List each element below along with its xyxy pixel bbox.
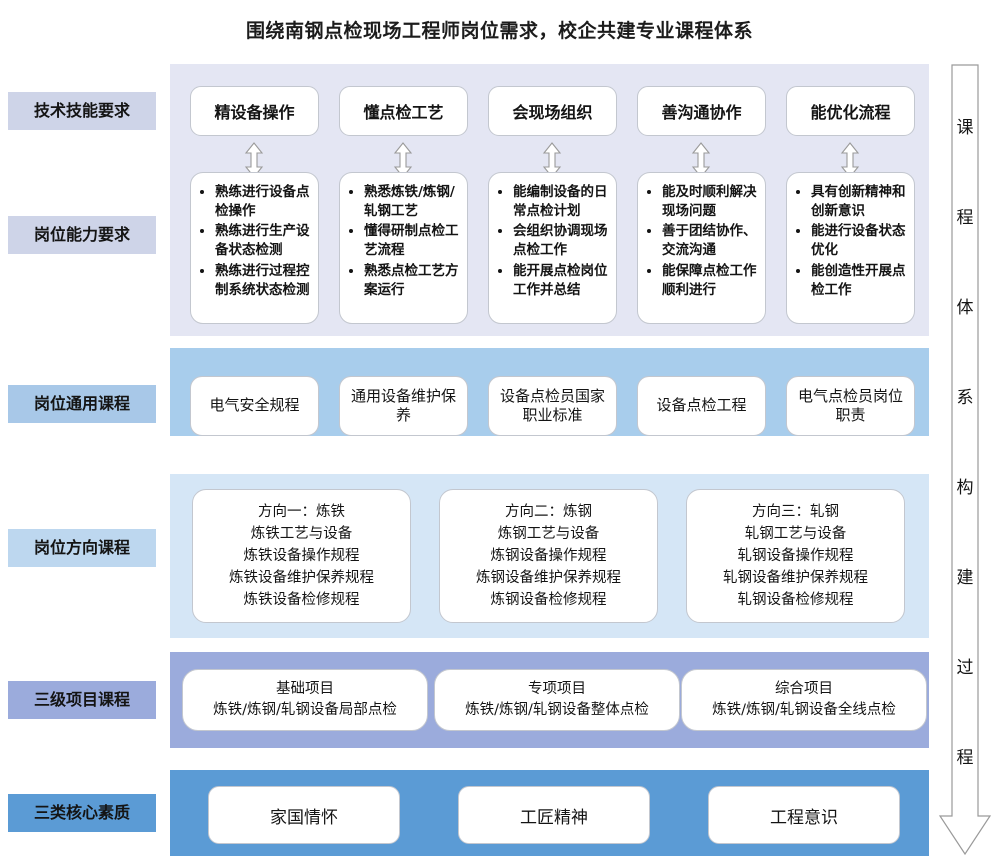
ability-card-3[interactable]: 能编制设备的日常点检计划 会组织协调现场点检工作 能开展点检岗位工作并总结 — [488, 172, 617, 324]
skill-card-3[interactable]: 会现场组织 — [488, 86, 617, 136]
project-course-detail: 炼铁/炼钢/轧钢设备局部点检 — [213, 702, 397, 718]
ability-item: 熟练进行设备点检操作 — [215, 183, 310, 221]
general-course-card-2[interactable]: 通用设备维护保养 — [339, 376, 468, 436]
process-direction-arrow-icon — [938, 64, 992, 856]
core-quality-card-1[interactable]: 家国情怀 — [208, 786, 400, 844]
direction-course-card-1[interactable]: 方向一：炼铁 炼铁工艺与设备 炼铁设备操作规程 炼铁设备维护保养规程 炼铁设备检… — [192, 489, 411, 623]
ability-item: 懂得研制点检工艺流程 — [364, 222, 459, 260]
ability-item: 能进行设备状态优化 — [811, 222, 906, 260]
general-course-card-1[interactable]: 电气安全规程 — [190, 376, 319, 436]
direction-course-line: 轧钢工艺与设备 — [744, 525, 847, 542]
direction-course-line: 炼铁设备维护保养规程 — [229, 570, 374, 587]
ability-item: 能保障点检工作顺利进行 — [662, 262, 757, 300]
direction-course-line: 轧钢设备检修规程 — [737, 592, 854, 609]
ability-item: 具有创新精神和创新意识 — [811, 183, 906, 221]
ability-item: 会组织协调现场点检工作 — [513, 222, 608, 260]
direction-course-heading: 方向二：炼钢 — [505, 503, 592, 520]
ability-card-4[interactable]: 能及时顺利解决现场问题 善于团结协作、交流沟通 能保障点检工作顺利进行 — [637, 172, 766, 324]
general-course-card-5[interactable]: 电气点检员岗位职责 — [786, 376, 915, 436]
direction-course-line: 炼钢设备维护保养规程 — [476, 570, 621, 587]
project-course-card-2[interactable]: 专项项目 炼铁/炼钢/轧钢设备整体点检 — [434, 669, 680, 731]
project-course-heading: 专项项目 — [528, 680, 586, 697]
page-title: 围绕南钢点检现场工程师岗位需求，校企共建专业课程体系 — [245, 20, 753, 42]
row-label-technical-skills: 技术技能要求 — [8, 92, 156, 130]
direction-course-line: 炼钢工艺与设备 — [497, 525, 600, 542]
direction-course-card-3[interactable]: 方向三：轧钢 轧钢工艺与设备 轧钢设备操作规程 轧钢设备维护保养规程 轧钢设备检… — [686, 489, 905, 623]
row-label-general-courses: 岗位通用课程 — [8, 385, 156, 423]
skill-card-4[interactable]: 善沟通协作 — [637, 86, 766, 136]
project-course-card-3[interactable]: 综合项目 炼铁/炼钢/轧钢设备全线点检 — [681, 669, 927, 731]
project-course-heading: 基础项目 — [276, 680, 334, 697]
core-quality-card-3[interactable]: 工程意识 — [708, 786, 900, 844]
row-label-project-courses: 三级项目课程 — [8, 681, 156, 719]
project-course-detail: 炼铁/炼钢/轧钢设备整体点检 — [465, 702, 649, 718]
row-label-direction-courses: 岗位方向课程 — [8, 529, 156, 567]
direction-course-line: 炼钢设备检修规程 — [490, 592, 607, 609]
project-course-heading: 综合项目 — [775, 680, 833, 697]
direction-course-line: 轧钢设备维护保养规程 — [723, 570, 868, 587]
direction-course-heading: 方向三：轧钢 — [752, 503, 839, 520]
skill-card-1[interactable]: 精设备操作 — [190, 86, 319, 136]
ability-item: 能及时顺利解决现场问题 — [662, 183, 757, 221]
skill-card-5[interactable]: 能优化流程 — [786, 86, 915, 136]
direction-course-line: 炼铁设备检修规程 — [243, 592, 360, 609]
core-quality-card-2[interactable]: 工匠精神 — [458, 786, 650, 844]
direction-course-line: 炼钢设备操作规程 — [490, 547, 607, 564]
ability-card-2[interactable]: 熟悉炼铁/炼钢/轧钢工艺 懂得研制点检工艺流程 熟悉点检工艺方案运行 — [339, 172, 468, 324]
skill-card-2[interactable]: 懂点检工艺 — [339, 86, 468, 136]
direction-course-heading: 方向一：炼铁 — [258, 503, 345, 520]
general-course-card-3[interactable]: 设备点检员国家职业标准 — [488, 376, 617, 436]
ability-item: 熟练进行过程控制系统状态检测 — [215, 262, 310, 300]
ability-item: 能开展点检岗位工作并总结 — [513, 262, 608, 300]
project-course-card-1[interactable]: 基础项目 炼铁/炼钢/轧钢设备局部点检 — [182, 669, 428, 731]
ability-item: 熟悉炼铁/炼钢/轧钢工艺 — [364, 183, 459, 221]
ability-item: 熟悉点检工艺方案运行 — [364, 262, 459, 300]
ability-card-1[interactable]: 熟练进行设备点检操作 熟练进行生产设备状态检测 熟练进行过程控制系统状态检测 — [190, 172, 319, 324]
ability-item: 能创造性开展点检工作 — [811, 262, 906, 300]
row-label-core-qualities: 三类核心素质 — [8, 794, 156, 832]
direction-course-line: 轧钢设备操作规程 — [737, 547, 854, 564]
direction-course-card-2[interactable]: 方向二：炼钢 炼钢工艺与设备 炼钢设备操作规程 炼钢设备维护保养规程 炼钢设备检… — [439, 489, 658, 623]
ability-item: 善于团结协作、交流沟通 — [662, 222, 757, 260]
general-course-card-4[interactable]: 设备点检工程 — [637, 376, 766, 436]
ability-item: 能编制设备的日常点检计划 — [513, 183, 608, 221]
direction-course-line: 炼铁工艺与设备 — [250, 525, 353, 542]
direction-course-line: 炼铁设备操作规程 — [243, 547, 360, 564]
ability-item: 熟练进行生产设备状态检测 — [215, 222, 310, 260]
project-course-detail: 炼铁/炼钢/轧钢设备全线点检 — [712, 702, 896, 718]
ability-card-5[interactable]: 具有创新精神和创新意识 能进行设备状态优化 能创造性开展点检工作 — [786, 172, 915, 324]
row-label-job-abilities: 岗位能力要求 — [8, 216, 156, 254]
